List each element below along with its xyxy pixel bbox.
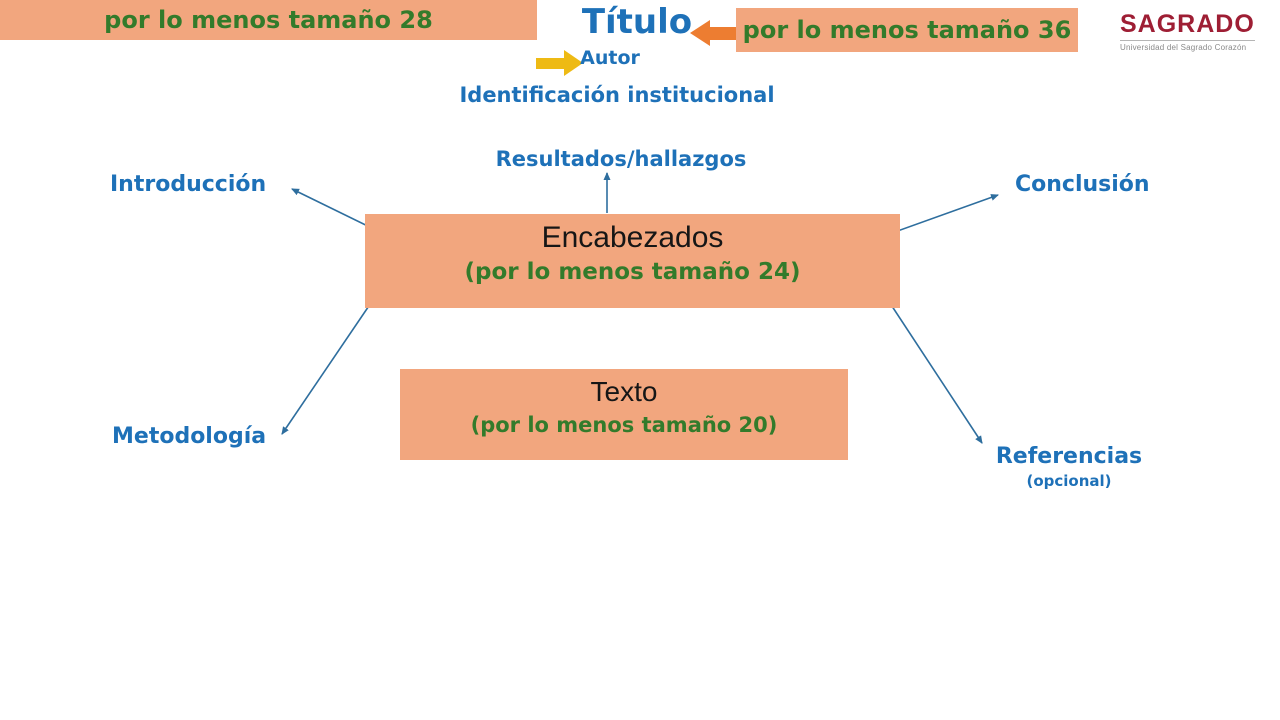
section-label-conclusion: Conclusión xyxy=(1015,172,1150,197)
encabezados-size-note: (por lo menos tamaño 24) xyxy=(464,259,801,285)
gold-arrow-body xyxy=(536,58,564,69)
encabezados-title: Encabezados xyxy=(541,221,724,254)
orange-arrow-head xyxy=(690,20,710,46)
arrow-to-referencias xyxy=(881,290,983,444)
texto-box: Texto (por lo menos tamaño 20) xyxy=(400,369,848,460)
referencias-label: Referencias xyxy=(995,444,1143,469)
author-label: Autor xyxy=(580,47,640,69)
texto-size-note: (por lo menos tamaño 20) xyxy=(470,413,778,437)
section-label-metodologia: Metodología xyxy=(112,424,267,449)
sagrado-logo: SAGRADO Universidad del Sagrado Corazón xyxy=(1120,12,1255,52)
size-note-28-label: por lo menos tamaño 28 xyxy=(104,6,433,34)
sagrado-logo-tagline: Universidad del Sagrado Corazón xyxy=(1120,40,1255,52)
size-note-28-box: por lo menos tamaño 28 xyxy=(0,0,537,40)
encabezados-box: Encabezados (por lo menos tamaño 24) xyxy=(365,214,900,308)
referencias-optional-note: (opcional) xyxy=(1026,472,1112,490)
section-label-introduccion: Introducción xyxy=(110,172,267,197)
size-note-36-label: por lo menos tamaño 36 xyxy=(742,16,1072,44)
size-note-36-box: por lo menos tamaño 36 xyxy=(736,8,1078,52)
gold-arrow-head xyxy=(564,50,583,76)
section-label-resultados: Resultados/hallazgos xyxy=(495,147,747,171)
orange-arrow-body xyxy=(710,27,737,40)
section-label-referencias: Referencias (opcional) xyxy=(988,444,1150,490)
sagrado-logo-wordmark: SAGRADO xyxy=(1120,10,1255,38)
page-title: Título xyxy=(581,2,693,42)
institutional-id-label: Identificación institucional xyxy=(459,83,775,107)
arrow-to-metodologia xyxy=(281,293,378,435)
texto-title: Texto xyxy=(590,376,658,407)
